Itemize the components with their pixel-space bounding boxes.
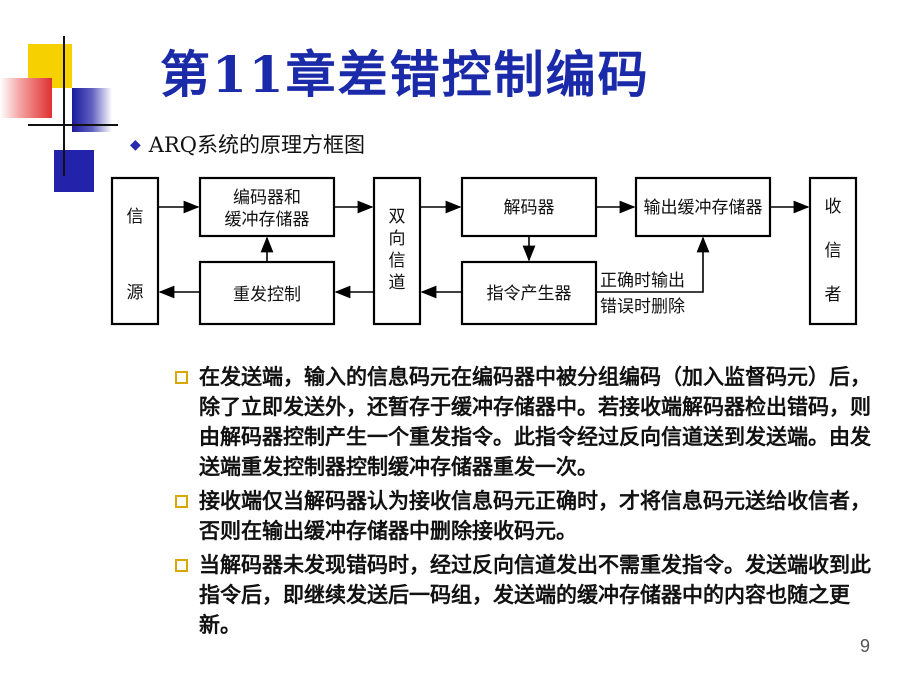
encoder-box	[198, 176, 336, 238]
bullet-item: 在发送端，输入的信息码元在编码器中被分组编码（加入监督码元）后，除了立即发送外，…	[175, 362, 890, 482]
square-bullet-icon	[175, 371, 188, 384]
output-buffer-label: 输出缓冲存储器	[644, 198, 763, 218]
subtitle-text: ARQ系统的原理方框图	[148, 133, 365, 157]
channel-label-2: 向	[389, 229, 406, 249]
bullet-list: 在发送端，输入的信息码元在编码器中被分组编码（加入监督码元）后，除了立即发送外，…	[175, 362, 890, 644]
slide-subtitle: ◆ ARQ系统的原理方框图	[130, 130, 365, 160]
channel-label-1: 双	[389, 207, 406, 227]
encoder-label-1: 编码器和	[233, 188, 301, 208]
decor-vertical-line	[63, 36, 65, 176]
receiver-label-2: 信	[825, 241, 842, 261]
bullet-text: 接收端仅当解码器认为接收信息码元正确时，才将信息码元送给收信者，否则在输出缓冲存…	[199, 488, 871, 543]
retransmit-control-box	[198, 260, 336, 326]
note-correct-output: 正确时输出	[600, 271, 685, 291]
decor-red-gradient	[0, 78, 52, 118]
bullet-item: 当解码器未发现错码时，经过反向信道发出不需重发指令。发送端收到此指令后，即继续发…	[175, 550, 890, 640]
encoder-label-2: 缓冲存储器	[225, 210, 310, 230]
source-label-2: 源	[127, 283, 144, 303]
diamond-bullet-icon: ◆	[130, 137, 141, 153]
receiver-label-1: 收	[825, 197, 842, 217]
receiver-box	[808, 176, 858, 326]
command-generator-box	[460, 260, 598, 326]
retransmit-label: 重发控制	[233, 285, 301, 305]
decor-horizontal-line	[28, 124, 118, 126]
output-buffer-box	[634, 176, 772, 238]
receiver-label-3: 者	[825, 285, 842, 305]
channel-label-3: 信	[389, 251, 406, 271]
square-bullet-icon	[175, 495, 188, 508]
bullet-text: 在发送端，输入的信息码元在编码器中被分组编码（加入监督码元）后，除了立即发送外，…	[199, 364, 871, 479]
command-label: 指令产生器	[487, 284, 572, 304]
bullet-item: 接收端仅当解码器认为接收信息码元正确时，才将信息码元送给收信者，否则在输出缓冲存…	[175, 486, 890, 546]
square-bullet-icon	[175, 559, 188, 572]
decor-blue-square	[54, 150, 94, 192]
source-label-1: 信	[127, 207, 144, 227]
channel-label-4: 道	[389, 273, 406, 293]
bullet-text: 当解码器未发现错码时，经过反向信道发出不需重发指令。发送端收到此指令后，即继续发…	[199, 552, 871, 637]
slide-title: 第11章差错控制编码	[160, 45, 650, 104]
decoder-box	[460, 176, 598, 238]
note-error-delete: 错误时删除	[600, 297, 685, 317]
page-number: 9	[860, 636, 871, 656]
channel-box	[372, 176, 422, 326]
arrow-command-output	[596, 236, 710, 293]
source-box	[110, 176, 160, 326]
decoder-label: 解码器	[504, 198, 555, 218]
